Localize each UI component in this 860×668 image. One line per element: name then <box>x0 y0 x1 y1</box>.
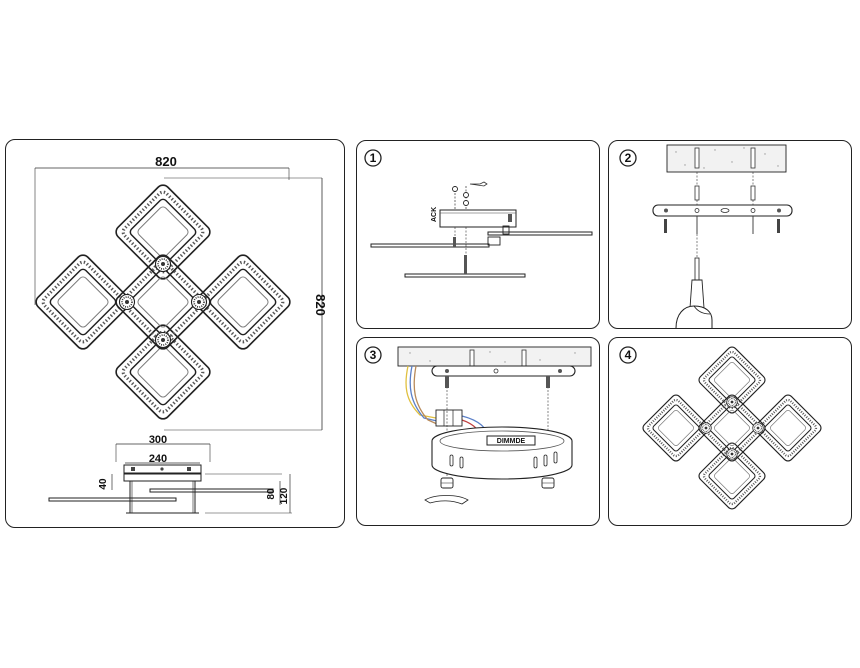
dim-120: 120 <box>279 487 290 504</box>
chandelier-top-view <box>31 180 295 424</box>
dim-80: 80 <box>266 488 277 500</box>
step-1-number-badge: 1 <box>364 149 382 167</box>
chandelier-side-view: 300 240 40 80 120 <box>48 434 292 514</box>
step-2-illustration <box>652 144 793 329</box>
svg-text:2: 2 <box>625 151 632 165</box>
svg-text:ACK: ACK <box>431 207 438 222</box>
dim-820-width: 820 <box>155 154 177 169</box>
driver-label: DIMMDE <box>497 438 526 445</box>
dimension-right: 820 <box>164 177 328 431</box>
dim-240: 240 <box>149 453 167 465</box>
dimension-top: 820 <box>34 154 290 305</box>
step-4-number-badge: 4 <box>619 346 637 364</box>
step-3-illustration: DIMMDE <box>397 346 592 505</box>
step-4-assembled-fixture <box>639 343 825 513</box>
step-2-number-badge: 2 <box>619 149 637 167</box>
svg-text:4: 4 <box>625 348 632 362</box>
svg-text:3: 3 <box>370 348 377 362</box>
step-1-illustration: ACK <box>370 181 593 278</box>
dim-40: 40 <box>98 478 109 490</box>
svg-text:1: 1 <box>370 151 377 165</box>
dim-820-height: 820 <box>313 294 328 316</box>
dim-300: 300 <box>149 434 167 446</box>
step-3-number-badge: 3 <box>364 346 382 364</box>
